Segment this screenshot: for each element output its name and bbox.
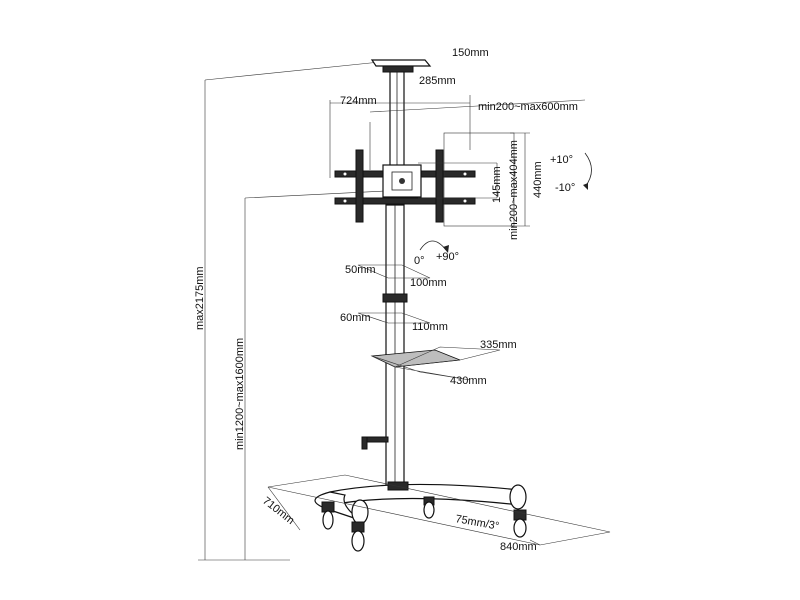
mount-height-dimension [244,189,406,560]
rotation-arrow-icon [419,240,447,251]
label-vesa-outer-height: 440mm [532,161,544,198]
label-rotate-start: 0° [414,255,425,267]
caster-front-left [321,501,335,530]
base-footprint-dimension [267,474,611,546]
max-height-dimension [198,61,381,561]
label-clamp1-width: 100mm [410,277,447,289]
label-vesa-horizontal: min200~max600mm [478,101,578,113]
label-clamp1-depth: 50mm [345,264,376,276]
cable-handle [361,436,389,450]
tilt-arrowhead-icon [583,183,588,190]
column-clamp-ring [382,293,408,303]
label-rotate-end: +90° [436,251,459,263]
label-shelf-depth: 335mm [480,339,517,351]
caster-front-right [351,521,365,552]
clamp1-dimension [357,264,431,279]
clamp2-dimension [357,312,431,324]
label-top-plate-depth: 150mm [452,47,489,59]
vesa-dimension-guides [329,95,586,227]
label-base-tilt: 75mm/3° [454,513,500,532]
caster-back-right [513,509,527,538]
label-vesa-outer-width: 724mm [340,95,377,107]
label-shelf-width: 430mm [450,375,487,387]
label-vesa-vertical: min200~max404mm [508,140,520,240]
rotation-arrowhead-icon [443,245,449,253]
caster-back-left [423,496,435,519]
label-max-total-height: max2175mm [194,266,206,330]
center-column [382,204,408,491]
label-top-plate-width: 285mm [419,75,456,87]
accessory-shelf [370,346,501,381]
top-camera-plate [370,59,432,73]
label-tilt-down: -10° [555,182,575,194]
label-clamp2-width: 110mm [412,321,448,333]
label-clamp2-depth: 60mm [340,312,371,324]
base-frame [314,481,527,525]
label-base-width: 840mm [500,541,537,553]
vesa-bracket [334,149,476,223]
tilt-arrow-icon [584,152,592,188]
upper-column [389,61,405,168]
label-mount-height: min1200~max1600mm [234,338,246,450]
label-vesa-inner: 145mm [491,166,503,203]
label-tilt-up: +10° [550,154,573,166]
label-base-depth: 710mm [260,495,296,527]
